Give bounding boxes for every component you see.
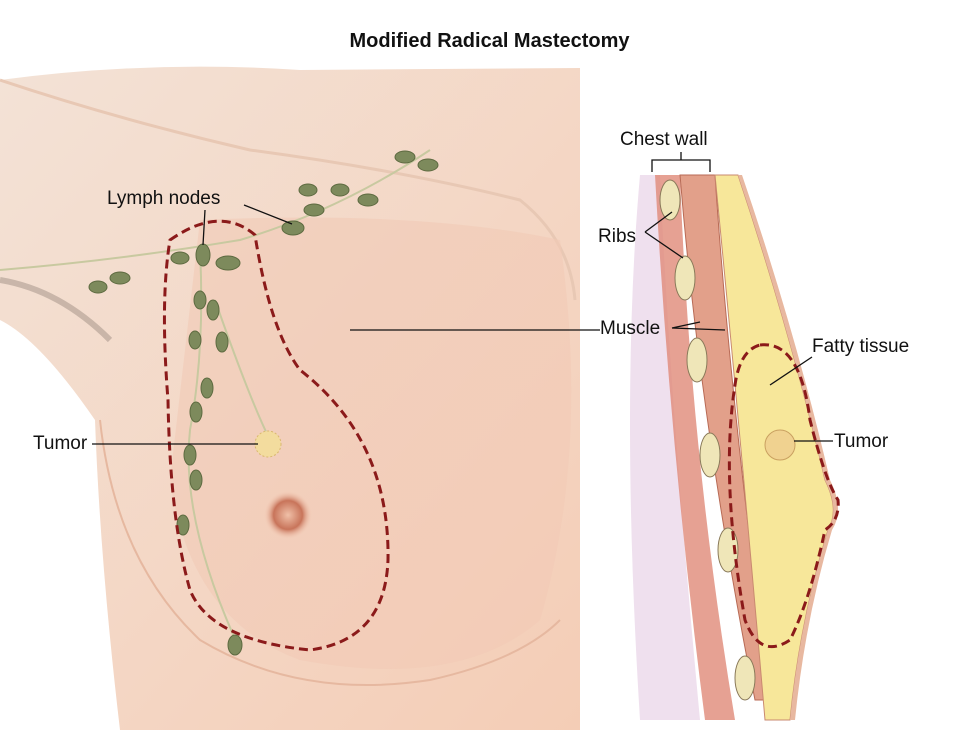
pectoral-muscle (170, 217, 572, 669)
label-ribs: Ribs (598, 226, 637, 247)
nipple (264, 491, 312, 539)
label-chest-wall: Chest wall (620, 129, 708, 150)
armpit-hair (0, 277, 113, 343)
label-lymph-nodes: Lymph nodes (107, 188, 221, 209)
label-tumor-side: Tumor (834, 431, 889, 452)
tumor-side (764, 429, 796, 461)
incision-outline-front (162, 219, 390, 652)
lung-tissue (630, 175, 700, 720)
label-fatty-tissue: Fatty tissue (812, 336, 910, 357)
incision-outline-side (727, 343, 840, 649)
intercostal-muscle (655, 175, 735, 720)
diagram-title: Modified Radical Mastectomy (349, 30, 630, 52)
label-muscle: Muscle (600, 318, 661, 339)
front-view-torso (0, 66, 580, 730)
label-tumor-front: Tumor (33, 433, 88, 454)
tumor-front (254, 430, 282, 458)
leader-lines (92, 152, 833, 445)
side-view (630, 174, 840, 721)
lymph-nodes (0, 149, 439, 656)
